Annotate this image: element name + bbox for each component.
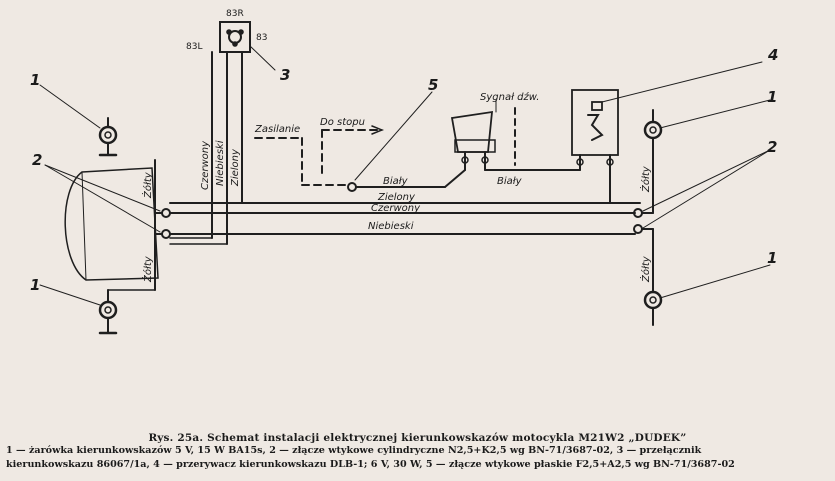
wiring-diagram: 1 2 1 3 4 5 1 2 1 83R 83L 83 Zasilanie D… (30, 9, 778, 335)
label-83l: 83L (186, 42, 202, 52)
label-zolty-left-1: Żółty (141, 171, 154, 199)
label-wire-czerwony: Czerwony (371, 203, 421, 214)
label-1-bottom-left: 1 (30, 276, 40, 294)
label-3: 3 (280, 66, 290, 84)
flasher-body (571, 89, 619, 156)
label-wire-czerwony-v: Czerwony (200, 140, 211, 190)
label-wire-zielony-v: Zielony (230, 148, 241, 187)
label-5: 5 (428, 76, 438, 94)
bulb-left-bottom (98, 300, 118, 320)
label-zolty-left-2: Żółty (141, 255, 154, 283)
bulb-right-bottom (643, 290, 663, 310)
label-do-stopu: Do stopu (320, 117, 365, 128)
label-1-top-left: 1 (30, 71, 40, 89)
label-zolty-right-2: Żółty (639, 255, 652, 283)
label-83r: 83R (226, 9, 244, 19)
label-83: 83 (256, 33, 267, 43)
label-zasilanie: Zasilanie (254, 124, 300, 135)
caption-line-1: 1 — żarówka kierunkowskazów 5 V, 15 W BA… (6, 445, 702, 456)
label-sygnal: Sygnał dźw. (480, 91, 539, 103)
bulb-right-top (643, 120, 663, 140)
label-wire-niebieski: Niebieski (368, 221, 414, 232)
label-2-right: 2 (767, 138, 777, 156)
horn (450, 110, 494, 153)
connector-left-upper (161, 208, 171, 218)
label-1-top-right: 1 (767, 88, 777, 106)
caption-title: Rys. 25a. Schemat instalacji elektryczne… (148, 432, 687, 444)
label-wire-zielony: Zielony (377, 192, 416, 203)
label-wire-bialy-2: Biały (497, 176, 523, 187)
label-zolty-right-1: Żółty (639, 165, 652, 193)
figure-caption: Rys. 25a. Schemat instalacji elektryczne… (6, 432, 829, 472)
headlamp-rim (81, 171, 87, 281)
headlamp-body (64, 167, 159, 281)
label-1-bottom-right: 1 (767, 249, 777, 267)
connector-left-lower (161, 229, 171, 239)
bulb-left-top (98, 125, 118, 145)
label-wire-niebieski-v: Niebieski (215, 140, 226, 186)
connector-right-lower (633, 224, 643, 234)
caption-line-2: kierunkowskazu 86067/1a, 4 — przerywacz … (6, 459, 735, 470)
label-wire-bialy-1: Biały (383, 176, 409, 187)
label-2-left: 2 (32, 151, 42, 169)
connector-flat-5 (347, 182, 357, 192)
label-4: 4 (767, 46, 778, 64)
switch-body (219, 21, 251, 53)
